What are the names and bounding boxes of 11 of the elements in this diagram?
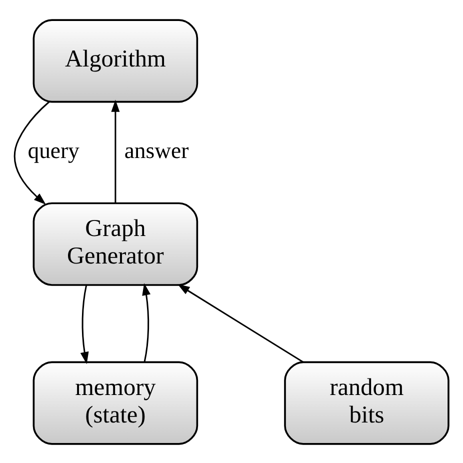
arrow bbox=[14, 100, 50, 204]
node-box: random bits bbox=[284, 360, 450, 444]
arrow bbox=[111, 99, 120, 203]
edge-label: query bbox=[28, 137, 80, 162]
node-box: memory (state) bbox=[32, 360, 198, 444]
arrow bbox=[80, 284, 89, 364]
arrow bbox=[178, 284, 304, 362]
arrow bbox=[142, 282, 151, 362]
node-box: Graph Generator bbox=[32, 202, 198, 286]
node-box: Algorithm bbox=[32, 18, 198, 102]
edge-label: answer bbox=[124, 137, 189, 162]
